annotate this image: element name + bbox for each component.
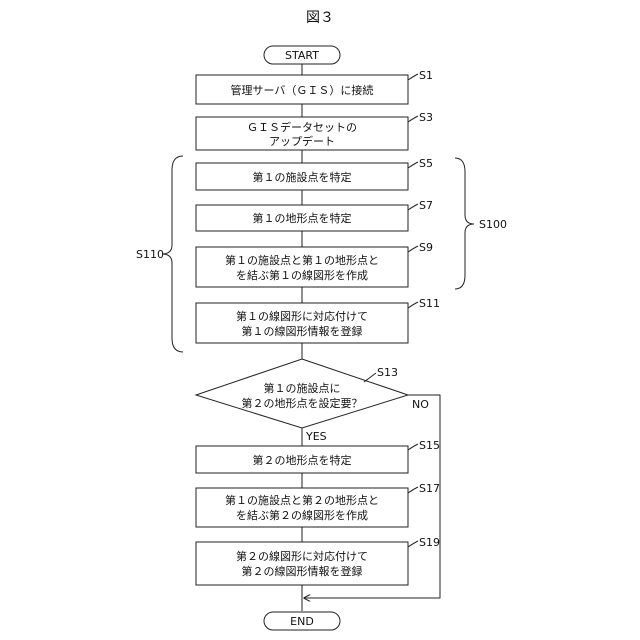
group-label-s110: S110 — [136, 248, 164, 261]
bracket-s100 — [455, 158, 474, 289]
step-label-s19: S19 — [419, 536, 440, 549]
text-s5-line1: 第１の施設点を特定 — [253, 170, 352, 184]
text-s17-line1: 第１の施設点と第２の地形点と — [225, 493, 379, 507]
step-label-s1: S1 — [419, 69, 433, 82]
step-label-s7: S7 — [419, 199, 433, 212]
text-s3-line1: ＧＩＳデータセットの — [247, 120, 357, 134]
text-s11-line1: 第１の線図形に対応付けて — [236, 309, 368, 323]
text-s9-line1: 第１の施設点と第１の地形点と — [225, 253, 379, 267]
box-s19 — [196, 542, 408, 585]
text-s19-line1: 第２の線図形に対応付けて — [236, 549, 368, 563]
text-s13-line2: 第２の地形点を設定要？ — [242, 396, 363, 410]
group-label-s100: S100 — [479, 218, 507, 231]
text-s13-line1: 第１の施設点に — [264, 381, 341, 395]
text-s7-line1: 第１の地形点を特定 — [253, 211, 352, 225]
step-label-s15: S15 — [419, 439, 440, 452]
step-label-s11: S11 — [419, 297, 440, 310]
text-s1-line1: 管理サーバ（ＧＩＳ）に接続 — [231, 83, 374, 97]
step-label-s5: S5 — [419, 157, 433, 170]
text-s9-line2: を結ぶ第１の線図形を作成 — [236, 268, 368, 282]
text-s3-line2: アップデート — [269, 134, 335, 148]
bracket-s110 — [162, 156, 183, 352]
step-label-s13: S13 — [377, 366, 398, 379]
text-s17-line2: を結ぶ第２の線図形を作成 — [236, 508, 368, 522]
text-s19-line2: 第２の線図形情報を登録 — [242, 564, 363, 578]
figure-title: 図３ — [306, 10, 334, 26]
branch-label-no: NO — [412, 398, 429, 411]
text-s15-line1: 第２の地形点を特定 — [253, 453, 352, 467]
text-s11-line2: 第１の線図形情報を登録 — [242, 324, 363, 338]
step-label-s3: S3 — [419, 111, 433, 124]
end-label: END — [290, 615, 314, 628]
step-label-s9: S9 — [419, 241, 433, 254]
branch-label-yes: YES — [305, 430, 327, 443]
step-label-s17: S17 — [419, 482, 440, 495]
start-label: START — [285, 49, 319, 62]
